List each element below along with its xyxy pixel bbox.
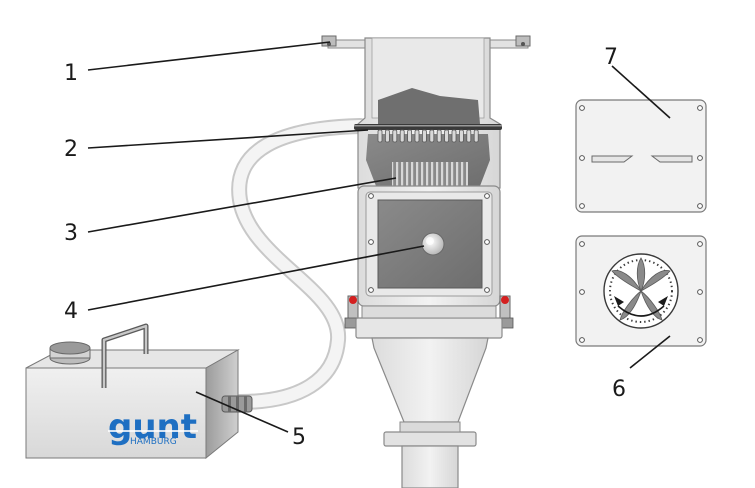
shaft-tooth bbox=[466, 129, 472, 143]
hose bbox=[231, 118, 368, 410]
main-column bbox=[321, 35, 531, 488]
shaft-tooth bbox=[414, 129, 420, 143]
casing-screws bbox=[368, 193, 490, 293]
leader-lines bbox=[87, 41, 671, 433]
shaft-tooth bbox=[429, 129, 435, 143]
label-6: 6 bbox=[612, 377, 626, 402]
shaft-tooth bbox=[407, 129, 413, 143]
rotor-blades bbox=[611, 257, 671, 321]
plate-rotor bbox=[575, 235, 707, 347]
gunt-logo: gunt HAMBURG bbox=[108, 407, 198, 447]
shaft-tooth bbox=[421, 129, 427, 143]
logo-brand: gunt bbox=[108, 407, 197, 447]
tank-handle bbox=[101, 323, 149, 388]
knob bbox=[421, 232, 445, 256]
outlet-cone bbox=[371, 337, 489, 423]
outlet-flange bbox=[383, 431, 477, 447]
shaft-tooth bbox=[436, 129, 442, 143]
shaft-teeth bbox=[377, 129, 479, 143]
shaft-tooth bbox=[384, 129, 390, 143]
shaft-tooth bbox=[377, 129, 383, 143]
brush-bristles bbox=[392, 162, 468, 186]
lower-flange bbox=[355, 317, 503, 339]
label-2: 2 bbox=[64, 137, 78, 162]
shaft-tooth bbox=[473, 129, 479, 143]
shaft-tooth bbox=[451, 129, 457, 143]
latch-right bbox=[498, 295, 514, 329]
label-7: 7 bbox=[604, 45, 618, 70]
logo-sub: HAMBURG bbox=[130, 437, 177, 447]
shaft bbox=[354, 124, 502, 130]
shaft-tooth bbox=[392, 129, 398, 143]
tank-nozzle bbox=[221, 395, 253, 413]
shaft-tooth bbox=[458, 129, 464, 143]
tank-filler-cap bbox=[49, 341, 91, 365]
callout-numbers: 1 2 3 4 5 6 7 bbox=[64, 45, 626, 450]
label-3: 3 bbox=[64, 221, 78, 246]
plate-sieve bbox=[575, 99, 707, 213]
label-4: 4 bbox=[64, 299, 78, 324]
tank: gunt HAMBURG bbox=[25, 323, 253, 460]
shaft-tooth bbox=[444, 129, 450, 143]
label-1: 1 bbox=[64, 61, 78, 86]
bulk-material bbox=[378, 88, 480, 124]
outlet-pipe bbox=[401, 445, 459, 488]
shaft-tooth bbox=[399, 129, 405, 143]
label-5: 5 bbox=[292, 425, 306, 450]
